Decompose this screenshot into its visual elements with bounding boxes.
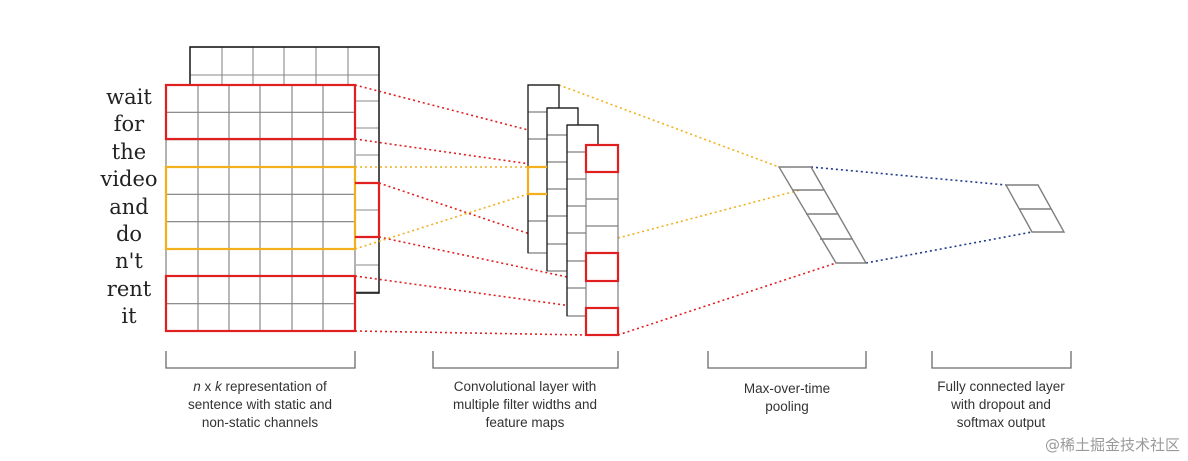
convolution-caption-line2: multiple filter widths and bbox=[452, 397, 598, 412]
yellow-connection bbox=[354, 193, 529, 250]
word-label: and bbox=[109, 195, 149, 219]
red-connection bbox=[354, 330, 587, 336]
feature-map-frame bbox=[546, 107, 579, 271]
red-connection bbox=[378, 236, 587, 282]
pooling-cells bbox=[777, 166, 868, 264]
word-label: video bbox=[100, 167, 158, 191]
watermark: @稀土掘金技术社区 bbox=[1044, 436, 1180, 454]
red-feature-cell bbox=[584, 143, 620, 174]
output-cells bbox=[1004, 184, 1066, 233]
word-label: n't bbox=[115, 249, 143, 273]
fully-connected-output bbox=[1004, 184, 1066, 233]
yellow-connection bbox=[558, 84, 780, 168]
convolution-caption-line1: Convolutional layer with bbox=[453, 379, 597, 394]
word-label: it bbox=[121, 304, 137, 328]
pooling-bracket bbox=[707, 351, 867, 369]
fully-connected-caption-line2: with dropout and bbox=[951, 397, 1051, 412]
convolution-caption-line3: feature maps bbox=[485, 415, 565, 430]
yellow-filter-window bbox=[164, 165, 357, 251]
back-channel-lines bbox=[190, 47, 379, 293]
front-channel-highlights bbox=[164, 83, 381, 333]
section-brackets bbox=[165, 351, 1072, 369]
word-label: for bbox=[113, 112, 145, 136]
back-channel-frame bbox=[189, 46, 380, 294]
representation-bracket bbox=[165, 351, 356, 369]
convolution-bracket bbox=[432, 351, 619, 369]
convolution-caption: Convolutional layer with multiple filter… bbox=[415, 378, 635, 432]
yellow-connection bbox=[617, 189, 801, 239]
fully-connected-caption-line3: softmax output bbox=[956, 415, 1046, 430]
pooling-caption: Max-over-time pooling bbox=[687, 380, 887, 416]
red-connection bbox=[617, 262, 837, 336]
word-label: do bbox=[115, 222, 143, 246]
front-channel-matrix bbox=[165, 84, 356, 332]
word-label: the bbox=[111, 140, 147, 164]
word-label: rent bbox=[106, 277, 152, 301]
blue-connection bbox=[865, 231, 1033, 264]
fully-connected-caption: Fully connected layer with dropout and s… bbox=[896, 378, 1106, 432]
representation-caption-rest: representation of bbox=[221, 379, 327, 394]
max-pooling-vector bbox=[777, 166, 868, 264]
red-connection bbox=[354, 275, 587, 309]
blue-connection bbox=[810, 166, 1007, 186]
feature-map bbox=[585, 144, 619, 336]
pooling-caption-line2: pooling bbox=[765, 399, 809, 414]
feature-map-highlights bbox=[526, 143, 620, 337]
feature-map-grid bbox=[585, 144, 619, 336]
red-connection bbox=[354, 138, 587, 173]
convolutional-feature-maps bbox=[526, 84, 620, 337]
feature-map-frame bbox=[566, 124, 599, 316]
red-feature-cell bbox=[584, 306, 620, 337]
red-feature-cell bbox=[584, 251, 620, 283]
red-filter-window bbox=[164, 274, 357, 333]
representation-caption-line1: n x k representation of bbox=[150, 378, 370, 396]
red-connection bbox=[378, 182, 587, 254]
representation-caption: n x k representation of sentence with st… bbox=[150, 378, 370, 432]
times-sign: x bbox=[200, 379, 215, 394]
representation-caption-line2: sentence with static and bbox=[187, 397, 333, 412]
red-back-filter-window bbox=[355, 181, 381, 239]
representation-caption-line3: non-static channels bbox=[201, 415, 319, 430]
n-variable: n bbox=[193, 379, 201, 394]
fully-connected-bracket bbox=[931, 351, 1072, 369]
pooling-caption-line1: Max-over-time bbox=[743, 381, 831, 396]
yellow-feature-cell bbox=[526, 165, 547, 196]
k-variable: k bbox=[214, 379, 222, 394]
red-filter-window bbox=[164, 83, 357, 141]
word-label: wait bbox=[106, 85, 152, 109]
fully-connected-caption-line1: Fully connected layer bbox=[937, 379, 1065, 394]
dotted-connections bbox=[354, 84, 1033, 336]
